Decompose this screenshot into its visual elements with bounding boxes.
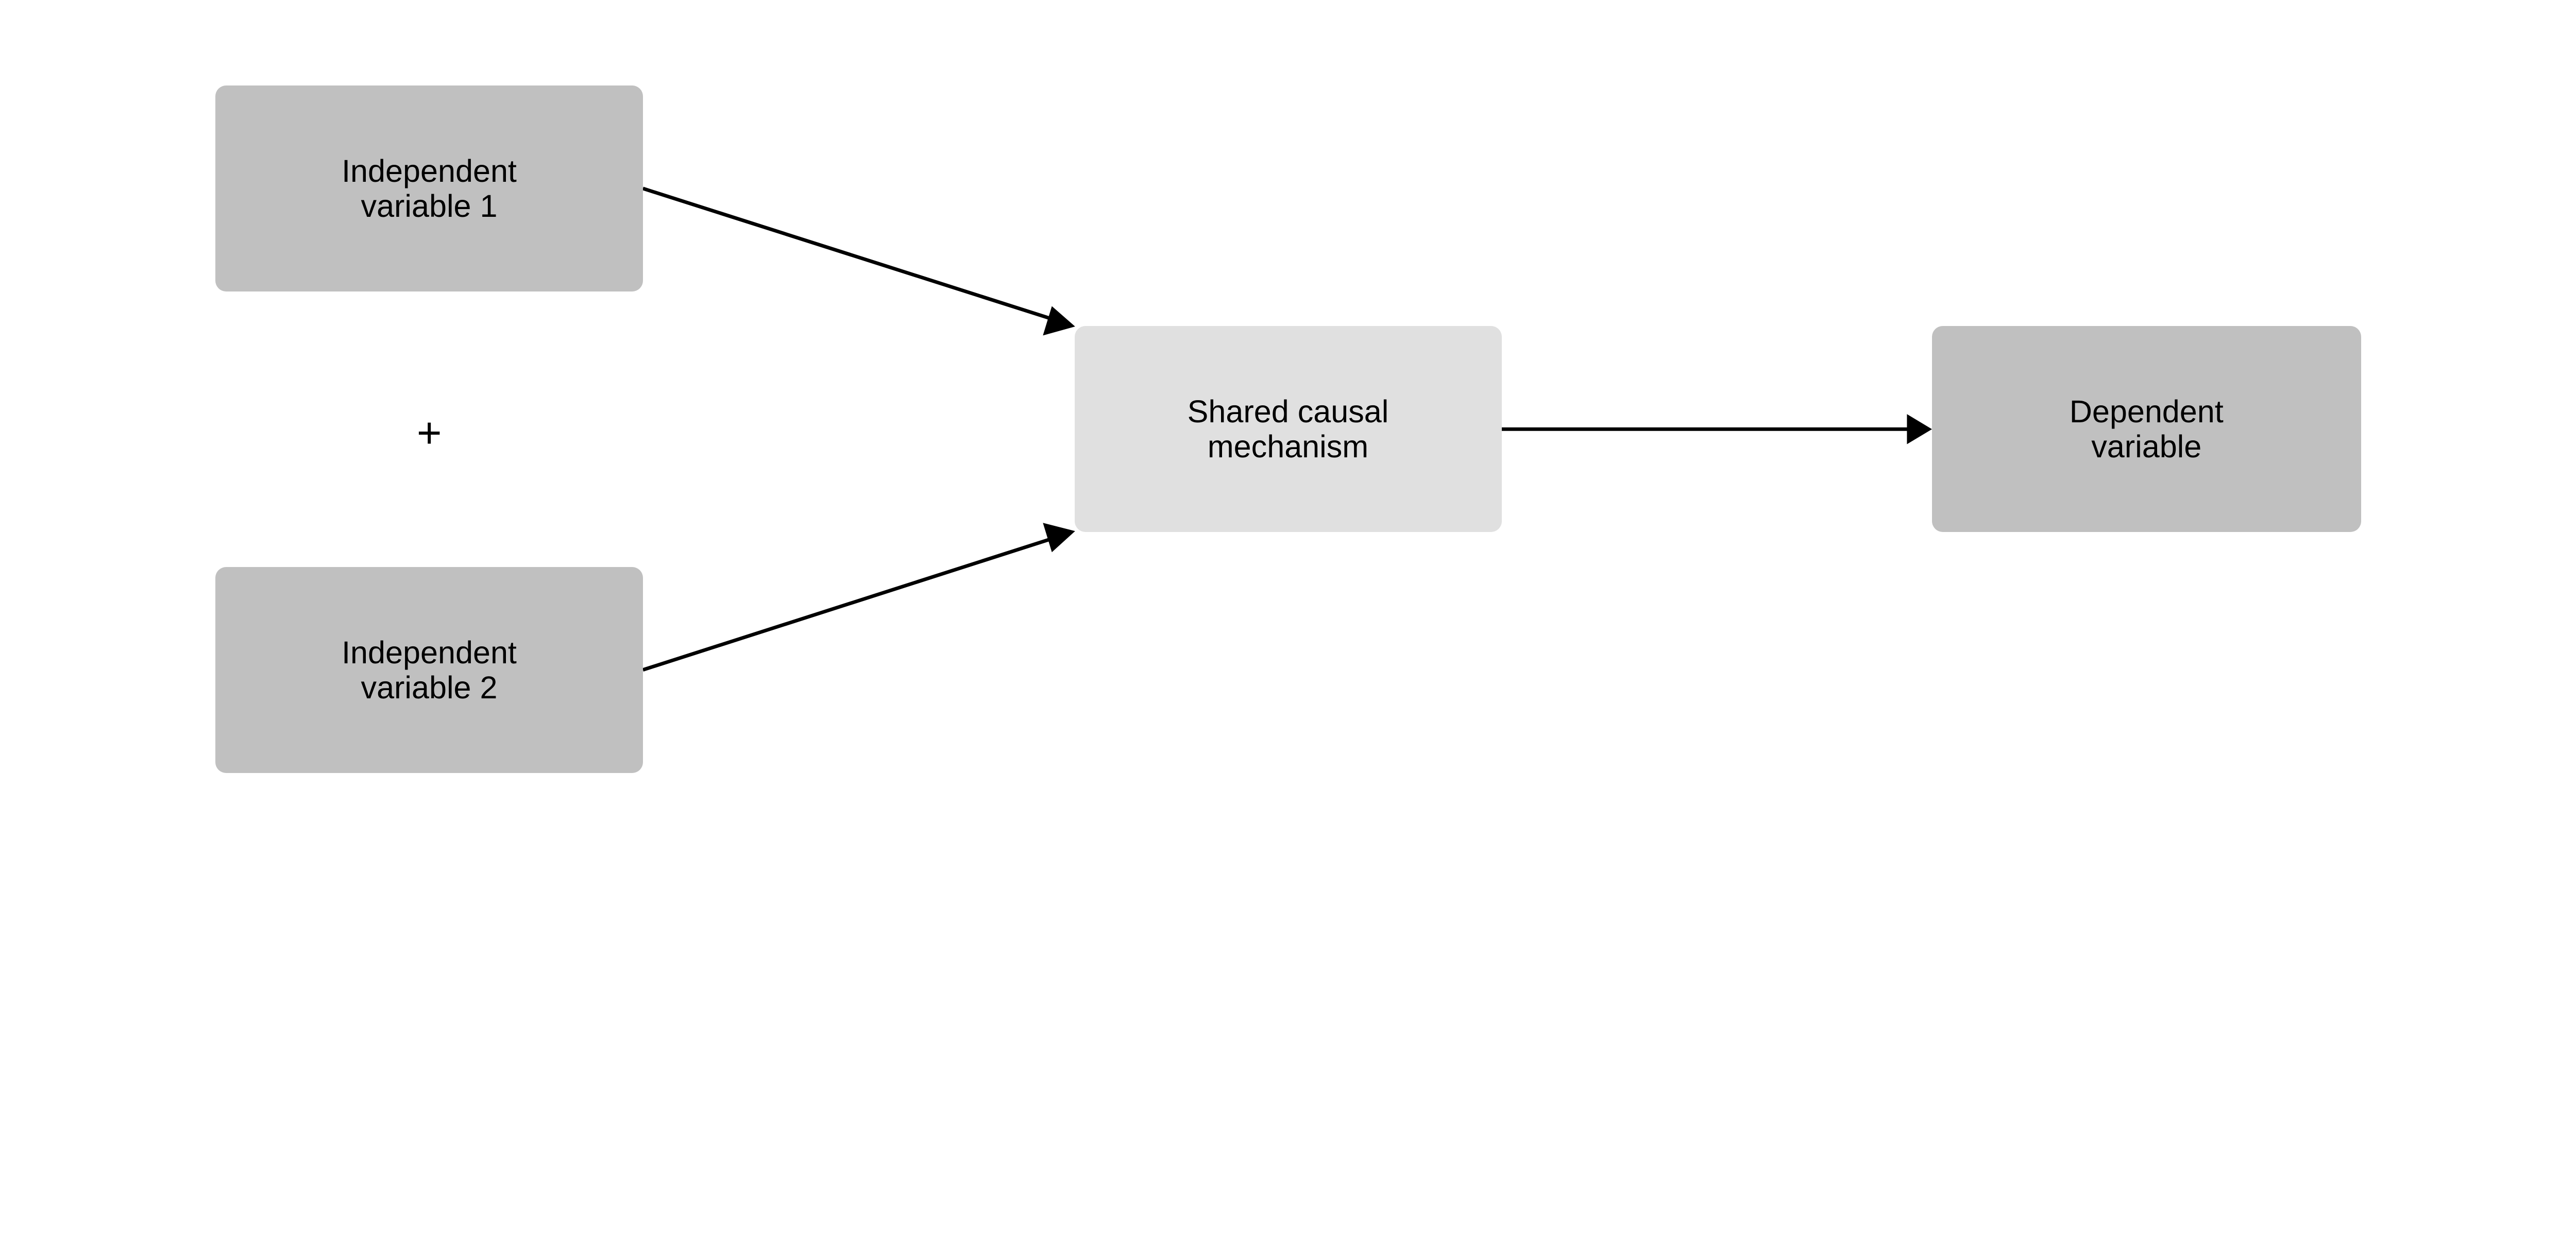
edge-iv1-to-mechanism	[642, 186, 1056, 322]
node-label: Shared causal mechanism	[1187, 394, 1389, 465]
node-independent-variable-2: Independent variable 2	[215, 566, 643, 773]
arrowhead-icon	[1907, 414, 1932, 444]
edges-layer	[642, 186, 1932, 672]
node-label: Dependent variable	[2069, 394, 2224, 465]
node-label: Independent variable 2	[342, 634, 517, 705]
node-independent-variable-1: Independent variable 1	[215, 85, 643, 291]
plus-operator: +	[416, 408, 442, 457]
diagram-canvas: Independent variable 1 Independent varia…	[215, 85, 2361, 773]
edge-iv2-to-mechanism	[642, 536, 1056, 672]
node-dependent-variable: Dependent variable	[1932, 326, 2361, 533]
node-shared-causal-mechanism: Shared causal mechanism	[1074, 326, 1502, 533]
node-label: Independent variable 1	[342, 153, 517, 224]
arrowhead-icon	[1043, 523, 1075, 553]
arrowhead-icon	[1043, 306, 1075, 336]
